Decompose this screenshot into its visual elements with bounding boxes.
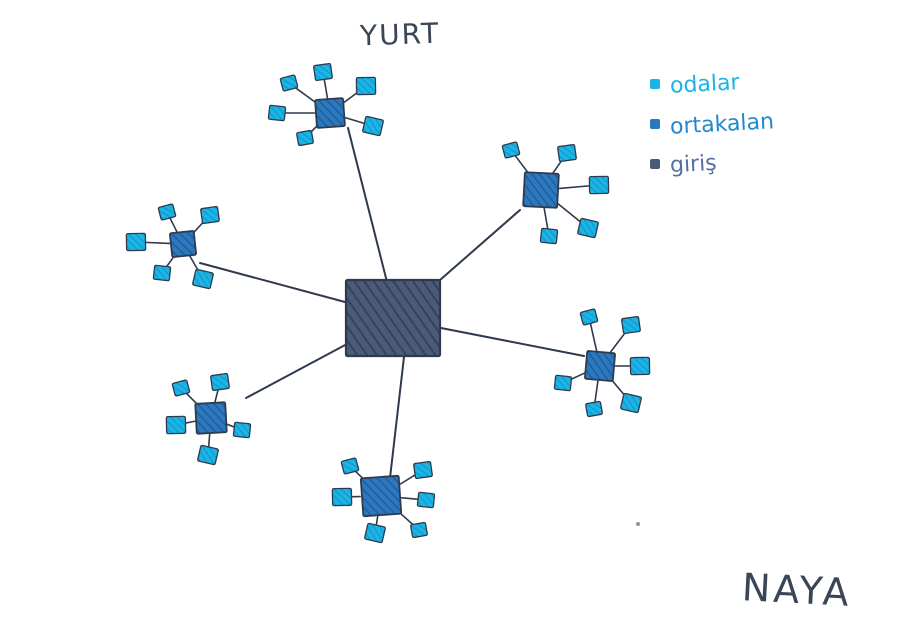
room-bottom-left-4: [197, 444, 219, 466]
common-hall-bottom-left: [194, 401, 228, 435]
ink-speck: [636, 522, 640, 526]
legend-label-common: ortakalan: [669, 108, 775, 140]
legend-item-rooms: odalar: [650, 64, 860, 104]
legend-swatch-rooms: [650, 79, 660, 89]
room-top-3: [267, 104, 287, 122]
room-bottom-left-3: [232, 421, 252, 439]
room-right-5: [585, 400, 603, 418]
room-link-top-right-3: [543, 207, 549, 231]
room-link-left-2: [141, 241, 171, 245]
room-bottom-5: [410, 521, 428, 539]
common-hall-right: [584, 350, 616, 382]
room-link-right-5: [594, 380, 599, 404]
room-bottom-1: [413, 460, 433, 480]
room-link-top-right-2: [558, 184, 594, 190]
room-top-4: [362, 115, 384, 137]
room-bottom-0: [340, 457, 360, 475]
room-top-right-2: [588, 175, 610, 195]
spoke-bottom: [389, 356, 405, 479]
legend-item-common: ortakalan: [650, 104, 860, 144]
diagram-nodes: [125, 62, 651, 544]
room-bottom-3: [416, 491, 436, 509]
room-bottom-left-0: [171, 379, 191, 397]
room-left-0: [157, 203, 177, 221]
room-top-2: [355, 76, 377, 96]
room-link-right-0: [589, 322, 598, 352]
room-link-top-right-4: [554, 200, 585, 226]
room-top-0: [279, 74, 299, 92]
entrance-block: [344, 278, 442, 358]
room-left-1: [200, 205, 220, 225]
room-link-top-0: [293, 85, 319, 105]
room-right-2: [629, 356, 651, 376]
room-bottom-left-2: [165, 415, 187, 435]
spoke-top: [347, 127, 388, 283]
room-top-right-0: [501, 141, 521, 159]
room-top-right-4: [577, 217, 599, 239]
room-right-3: [553, 374, 573, 392]
common-hall-top: [314, 97, 346, 129]
room-top-1: [313, 62, 333, 82]
common-hall-top-right: [522, 171, 560, 209]
common-hall-bottom: [359, 474, 403, 518]
legend: odalar ortakalan giriş: [650, 64, 860, 184]
room-link-top-1: [323, 77, 329, 99]
room-bottom-4: [364, 522, 386, 544]
room-left-4: [192, 268, 214, 290]
spoke-top-right: [439, 209, 521, 281]
spoke-left: [199, 262, 346, 303]
room-top-right-3: [539, 227, 559, 245]
signature: NAYA: [740, 565, 853, 615]
room-link-top-4: [343, 116, 369, 126]
room-left-3: [152, 264, 172, 282]
spoke-bottom-left: [245, 343, 348, 399]
room-top-5: [296, 129, 314, 147]
legend-label-rooms: odalar: [669, 69, 741, 99]
room-bottom-2: [331, 487, 353, 507]
common-hall-left: [169, 230, 197, 258]
room-bottom-left-1: [210, 372, 230, 392]
legend-label-entrance: giriş: [669, 150, 718, 178]
legend-swatch-common: [650, 119, 660, 129]
room-right-4: [620, 392, 642, 414]
room-left-2: [125, 232, 147, 252]
diagram-title: YURT: [359, 16, 441, 53]
legend-swatch-entrance: [650, 159, 660, 169]
room-link-left-0: [168, 216, 178, 233]
legend-item-entrance: giriş: [650, 144, 860, 184]
room-right-1: [621, 315, 641, 335]
room-top-right-1: [557, 143, 577, 163]
spoke-right: [440, 327, 585, 357]
room-right-0: [579, 308, 599, 326]
room-link-bottom-3: [401, 497, 421, 501]
